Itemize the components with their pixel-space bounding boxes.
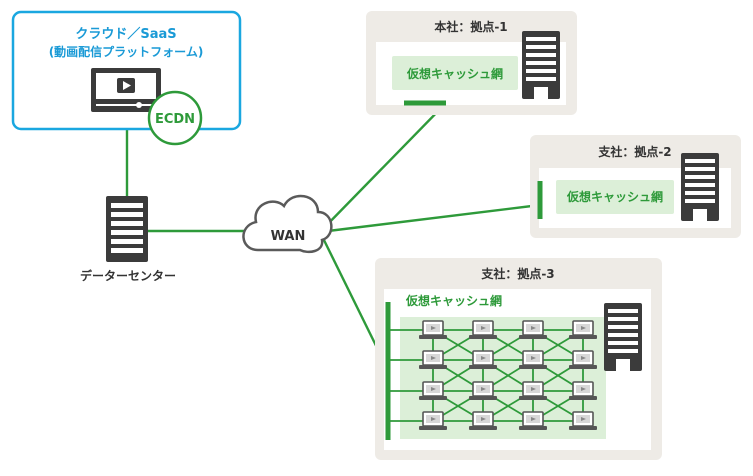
datacenter-label: データーセンター xyxy=(80,268,176,283)
laptop-icon xyxy=(468,350,498,370)
site-3-cache-label: 仮想キャッシュ網 xyxy=(405,293,502,308)
server-rack-icon xyxy=(106,196,148,262)
datacenter: データーセンター xyxy=(80,196,176,283)
site-2-title: 支社：拠点-2 xyxy=(597,144,671,159)
site-3: 支社：拠点-3 仮想キャッシュ網 xyxy=(375,258,662,460)
wan-label: WAN xyxy=(271,229,306,244)
site-2: 支社：拠点-2 仮想キャッシュ網 xyxy=(530,135,741,238)
laptop-icon xyxy=(568,320,598,340)
site-2-cache-label: 仮想キャッシュ網 xyxy=(566,189,663,204)
laptop-icon xyxy=(418,411,448,431)
building-icon xyxy=(681,153,719,221)
laptop-icon xyxy=(468,320,498,340)
laptop-icon xyxy=(518,350,548,370)
ecdn-label: ECDN xyxy=(155,112,195,127)
laptop-icon xyxy=(468,411,498,431)
laptop-icon xyxy=(518,320,548,340)
laptop-icon xyxy=(468,381,498,401)
laptop-icon xyxy=(418,381,448,401)
laptop-icon xyxy=(418,320,448,340)
cloud-icon xyxy=(242,194,333,254)
laptop-icon xyxy=(518,411,548,431)
site-1-title: 本社：拠点-1 xyxy=(434,19,507,34)
building-icon xyxy=(522,31,560,99)
site-3-title: 支社：拠点-3 xyxy=(480,266,554,281)
laptop-icon xyxy=(568,411,598,431)
cloud-subtitle: (動画配信プラットフォーム) xyxy=(49,44,204,59)
wan-cloud: WAN xyxy=(242,194,333,254)
cloud-title: クラウド／SaaS xyxy=(75,26,176,42)
laptop-icon xyxy=(568,350,598,370)
laptop-icon xyxy=(418,350,448,370)
site-1: 本社：拠点-1 仮想キャッシュ網 xyxy=(366,11,577,115)
cloud-saas-box: クラウド／SaaS (動画配信プラットフォーム) ECDN xyxy=(11,10,242,146)
laptop-icon xyxy=(518,381,548,401)
laptop-icon xyxy=(568,381,598,401)
site-1-cache-label: 仮想キャッシュ網 xyxy=(406,66,503,81)
building-icon xyxy=(604,303,642,371)
ecdn-badge: ECDN xyxy=(147,90,203,146)
video-player-icon xyxy=(91,68,161,112)
